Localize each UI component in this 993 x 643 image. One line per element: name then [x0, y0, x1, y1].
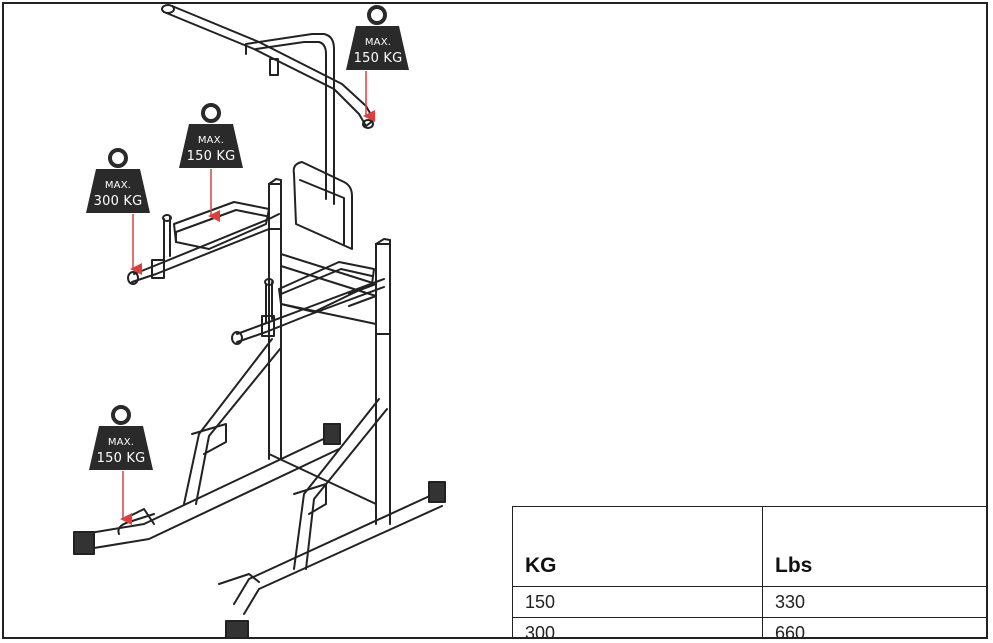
weight-line2: 150 KG — [97, 451, 146, 466]
weight-icon-backrest: MAX. 150 KG — [179, 103, 243, 222]
table-cell: 300 — [512, 617, 763, 637]
weight-icon-pullup: MAX. 150 KG — [346, 5, 409, 122]
weight-line1: MAX. — [365, 37, 391, 48]
weight-line2: 150 KG — [354, 51, 403, 66]
weight-line1: MAX. — [198, 135, 224, 146]
column-header-lbs: Lbs — [762, 506, 986, 587]
table-row: 300 660 — [512, 617, 986, 637]
table-row: 150 330 — [512, 586, 986, 618]
table-header-row: KG Lbs — [512, 506, 986, 587]
weight-line1: MAX. — [105, 180, 131, 191]
table-cell: 330 — [762, 586, 986, 618]
weight-icon-dipbar: MAX. 300 KG — [86, 148, 150, 275]
weight-conversion-table: KG Lbs 150 330 300 660 — [512, 506, 986, 637]
column-header-kg: KG — [512, 506, 763, 587]
weight-line1: MAX. — [108, 437, 134, 448]
weight-line2: 300 KG — [94, 194, 143, 209]
power-tower-drawing: MAX. 150 KG MAX. 150 KG MAX. 300 KG MAX.… — [73, 4, 446, 637]
tower-frame — [73, 4, 446, 637]
table-cell: 150 — [512, 586, 763, 618]
weight-line2: 150 KG — [187, 149, 236, 164]
weight-icon-pushup: MAX. 150 KG — [89, 405, 153, 525]
table-cell: 660 — [762, 617, 986, 637]
